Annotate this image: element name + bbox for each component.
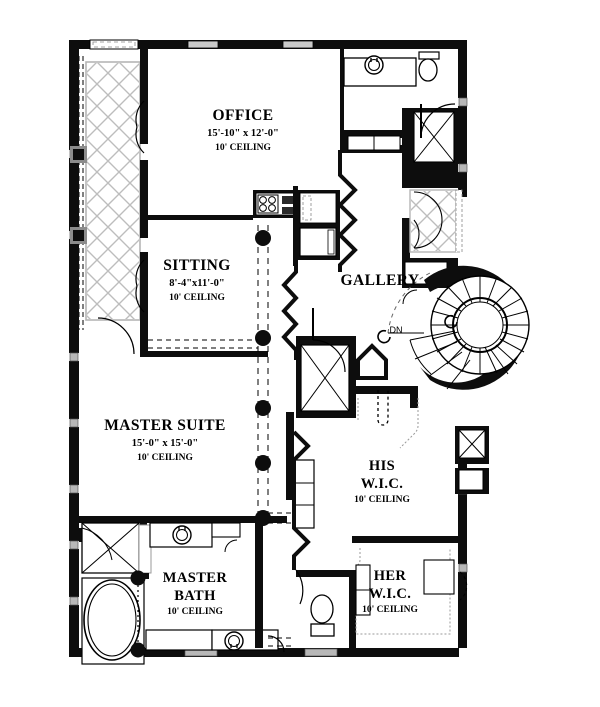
sitting-ceiling: 10' CEILING — [169, 293, 225, 303]
room-label-his-wic: HIS W.I.C. 10' CEILING — [354, 458, 410, 505]
room-label-office: OFFICE 15'-10" x 12'-0" 10' CEILING — [207, 107, 279, 153]
his-wic-ceiling: 10' CEILING — [354, 495, 410, 505]
his-wic-shelving — [357, 398, 419, 449]
oval-tub — [81, 577, 145, 665]
upper-right-closet — [347, 108, 458, 186]
master-suite-name: MASTER SUITE — [104, 417, 226, 434]
master-suite-ceiling: 10' CEILING — [137, 453, 193, 463]
porch-posts — [70, 146, 87, 244]
mid-closet — [296, 308, 388, 418]
room-label-gallery: GALLERY — [341, 272, 420, 289]
bath-wall-nub — [143, 573, 149, 579]
gallery-name: GALLERY — [341, 272, 420, 289]
gallery-wall-segment — [293, 186, 298, 266]
her-wic-ceiling: 10' CEILING — [362, 605, 418, 615]
his-wic-name2: W.I.C. — [361, 476, 404, 492]
interior-walls-upper — [140, 49, 268, 357]
master-bath-name: MASTER — [163, 570, 228, 586]
gallery-zigzag-wall — [281, 150, 358, 360]
bath-posts — [130, 570, 146, 658]
office-dimensions: 15'-10" x 12'-0" — [207, 128, 279, 139]
sitting-name: SITTING — [163, 257, 230, 274]
her-wic-name2: W.I.C. — [369, 586, 412, 602]
room-label-master-suite: MASTER SUITE 15'-0" x 15'-0" 10' CEILING — [104, 417, 226, 463]
his-wic-walls — [286, 386, 418, 500]
master-bath-name2: BATH — [174, 588, 216, 604]
right-edge-closet — [455, 426, 489, 494]
his-wic-door-dash — [377, 390, 389, 426]
her-wic-name: HER — [374, 568, 407, 584]
bath-right-wall — [255, 516, 263, 648]
door-swing-powder — [420, 103, 456, 139]
toilet-compartment — [295, 569, 335, 637]
sitting-dimensions: 8'-4"x11'-0" — [169, 278, 224, 289]
her-wic-cabinets — [355, 559, 468, 616]
powder-bath — [340, 49, 440, 134]
corner-shower — [81, 522, 152, 574]
master-suite-dimensions: 15'-0" x 15'-0" — [132, 438, 199, 449]
door-swings-porch — [97, 100, 145, 355]
master-bath-ceiling: 10' CEILING — [167, 607, 223, 617]
her-wic-walls — [296, 536, 458, 648]
room-label-master-bath: MASTER BATH 10' CEILING — [163, 570, 228, 617]
hall-zigzag-wall — [292, 430, 311, 570]
master-suite-axis — [148, 225, 294, 647]
office-name: OFFICE — [213, 107, 274, 124]
his-wic-name: HIS — [369, 458, 395, 474]
stair-direction-label: DN — [390, 325, 403, 335]
upper-closet-block — [296, 190, 340, 260]
hall-shelving — [293, 459, 315, 529]
lattice-porch — [85, 61, 141, 321]
room-label-her-wic: HER W.I.C. 10' CEILING — [362, 568, 418, 615]
linen-closet — [409, 189, 463, 253]
office-ceiling: 10' CEILING — [215, 143, 271, 153]
spiral-staircase: DN — [377, 265, 530, 390]
room-label-sitting: SITTING 8'-4"x11'-0" 10' CEILING — [163, 257, 230, 303]
windows-top — [89, 39, 314, 50]
vanity-sinks — [145, 522, 285, 653]
